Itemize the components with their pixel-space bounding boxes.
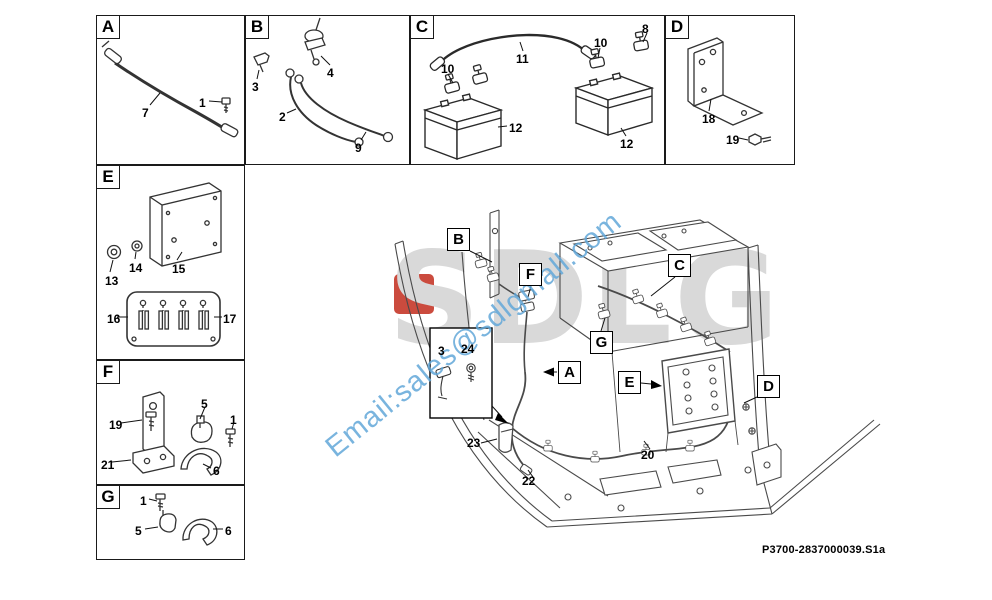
wire-9-drawing — [294, 74, 394, 143]
callout-d: D — [757, 375, 780, 398]
part-label-16: 16 — [107, 312, 121, 326]
bracket-21-drawing — [132, 391, 175, 474]
panel-b-box — [245, 15, 410, 165]
strap-6f-drawing — [180, 447, 222, 476]
panel-d-drawings — [687, 37, 772, 146]
clamp-5g-drawing — [159, 510, 177, 533]
part-label-19: 19 — [726, 133, 740, 147]
part-label-8: 8 — [642, 22, 649, 36]
bolt-19f-drawing — [145, 411, 157, 431]
battery-cable-7-drawing — [101, 40, 239, 138]
part-label-11: 11 — [516, 52, 529, 66]
strap-6g-drawing — [182, 518, 218, 546]
battery-12a-drawing — [422, 93, 504, 161]
panel-b-letter: B — [245, 15, 269, 39]
part-label-19: 19 — [109, 418, 123, 432]
panel-a-box — [96, 15, 245, 165]
panel-f-letter: F — [96, 360, 120, 384]
panel-g-drawings — [155, 493, 218, 546]
part-label-5: 5 — [201, 397, 208, 411]
panel-g-letter: G — [96, 485, 120, 509]
panel-c-letter: C — [410, 15, 434, 39]
part-label-3: 3 — [252, 80, 259, 94]
panel-d-box — [665, 15, 795, 165]
part-label-18: 18 — [702, 112, 716, 126]
panel-d-letter: D — [665, 15, 689, 39]
drawing-number: P3700-2837000039.S1a — [762, 544, 886, 556]
part-label-10: 10 — [594, 36, 608, 50]
clip-3b-drawing — [253, 52, 270, 73]
bracket-18-drawing — [687, 37, 764, 126]
part-label-13: 13 — [105, 274, 119, 288]
leader-lines — [109, 32, 758, 530]
part-label-23: 23 — [467, 436, 481, 450]
panel-c-drawings — [422, 30, 655, 161]
panel-a-drawings — [101, 40, 239, 138]
panel-a-letter: A — [96, 15, 120, 39]
part-label-6: 6 — [213, 464, 220, 478]
bolt-24-drawing — [466, 363, 476, 382]
plate-15-drawing — [149, 182, 222, 267]
part-label-3: 3 — [438, 344, 445, 358]
part-label-2: 2 — [279, 110, 286, 124]
part-label-22: 22 — [522, 474, 536, 488]
part-label-21: 21 — [101, 458, 115, 472]
battery-cable-11-drawing — [429, 33, 597, 71]
part-label-12: 12 — [509, 121, 523, 135]
washer-14-drawing — [131, 240, 143, 252]
part-label-14: 14 — [129, 261, 143, 275]
panel-f-drawings — [132, 391, 236, 476]
callout-e: E — [618, 371, 641, 394]
callout-f: F — [519, 263, 542, 286]
panel-e-drawings — [106, 182, 222, 347]
part-label-1: 1 — [230, 413, 237, 427]
panel-b-drawings — [253, 17, 394, 147]
callout-b: B — [447, 228, 470, 251]
part-label-17: 17 — [223, 312, 237, 326]
bolt-1g-drawing — [155, 493, 166, 511]
panel-f-box — [96, 360, 245, 485]
part-label-24: 24 — [461, 342, 475, 356]
callout-g: G — [590, 331, 613, 354]
panel-e-letter: E — [96, 165, 120, 189]
part-label-4: 4 — [327, 66, 334, 80]
part-label-6: 6 — [225, 524, 232, 538]
bolt-19d-drawing — [748, 133, 772, 146]
panel-e-box — [96, 165, 245, 360]
part-label-1: 1 — [199, 96, 206, 110]
clamp-5f-drawing — [190, 415, 213, 443]
connector-block-16-17-drawing — [126, 291, 221, 347]
bolt-1f-drawing — [225, 428, 236, 447]
panel-c-box — [410, 15, 665, 165]
battery-12b-drawing — [573, 72, 655, 137]
pressure-switch-4-drawing — [304, 17, 326, 66]
part-label-10: 10 — [441, 62, 455, 76]
clip-3-main-drawing — [435, 366, 452, 400]
part-label-12: 12 — [620, 137, 634, 151]
bolt-1a-drawing — [221, 97, 231, 113]
part-label-5: 5 — [135, 524, 142, 538]
panel-g-box — [96, 485, 245, 560]
part-label-20: 20 — [641, 448, 655, 462]
callout-c: C — [668, 254, 691, 277]
part-label-7: 7 — [142, 106, 149, 120]
part-label-1: 1 — [140, 494, 147, 508]
assembly-drawing — [394, 209, 881, 528]
callout-a: A — [558, 361, 581, 384]
part-label-15: 15 — [172, 262, 186, 276]
washer-13-drawing — [106, 244, 122, 260]
part-label-9: 9 — [355, 141, 362, 155]
